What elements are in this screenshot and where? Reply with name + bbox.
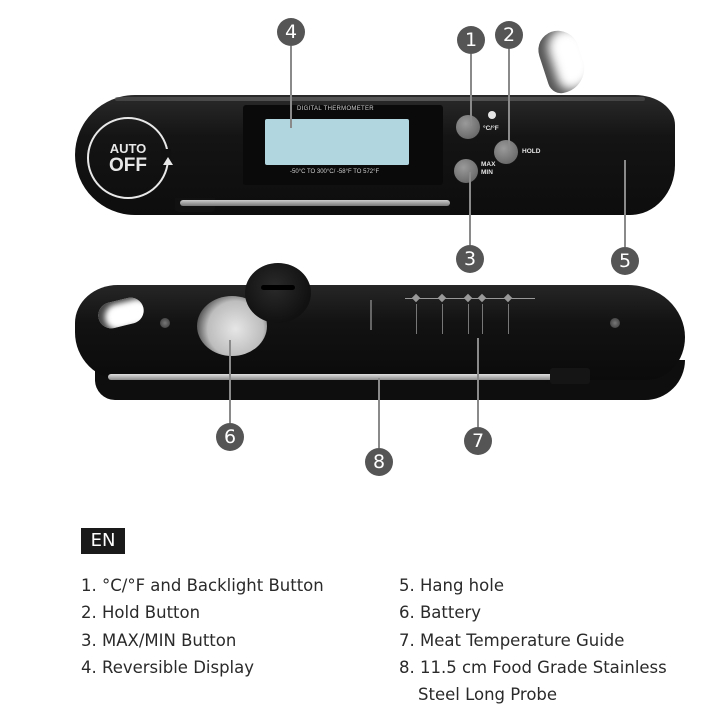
display-title: DIGITAL THERMOMETER [297,106,374,112]
meat-temperature-guide [405,292,535,342]
thermometer-back-view [75,285,685,380]
legend-item-6: 6. Battery [399,603,482,623]
legend-item-7: 7. Meat Temperature Guide [399,630,625,650]
legend-item-8-continuation: Steel Long Probe [418,685,558,705]
screw-right [610,318,620,328]
screw-left [160,318,170,328]
legend-left-column: 1. °C/°F and Backlight Button 2. Hold Bu… [81,572,324,681]
thermometer-front-view: AUTO OFF DIGITAL THERMOMETER -50°C TO 30… [75,95,675,215]
legend-item-4: 4. Reversible Display [81,657,255,677]
leader-2 [508,49,510,151]
legend-item-2: 2. Hold Button [81,603,201,623]
product-illustration: AUTO OFF DIGITAL THERMOMETER -50°C TO 30… [75,18,685,476]
auto-off-line1: AUTO [109,141,147,156]
hold-button[interactable] [494,140,518,164]
callout-4: 4 [277,18,305,46]
leader-7 [477,338,479,427]
hold-button-label: HOLD [522,148,541,155]
legend-right-column: 5. Hang hole 6. Battery 7. Meat Temperat… [399,572,667,708]
leader-3 [469,172,471,245]
leader-6 [229,340,231,423]
folded-probe [180,200,450,206]
language-badge: EN [81,528,125,554]
legend-item-5: 5. Hang hole [399,576,504,595]
max-min-button[interactable] [454,159,478,183]
stainless-steel-probe [108,374,556,380]
backlight-bulb-icon [488,111,496,119]
unit-button-label: °C/°F [483,125,499,132]
callout-2: 2 [495,21,523,49]
callout-8: 8 [365,448,393,476]
leader-4 [290,46,292,128]
auto-off-line2: OFF [109,155,147,176]
unit-backlight-button[interactable] [456,115,480,139]
probe-hinge-back [550,368,590,384]
min-label: MIN [481,169,493,176]
leader-8 [378,378,380,448]
legend-item-8: 8. 11.5 cm Food Grade Stainless [399,657,667,677]
legend-item-1: 1. °C/°F and Backlight Button [81,576,324,595]
lcd-screen [265,119,409,165]
temperature-range: -50°C TO 300°C/ -58°F TO 572°F [290,169,380,175]
callout-6: 6 [216,423,244,451]
hang-hole [533,25,591,97]
legend-item-3: 3. MAX/MIN Button [81,630,237,650]
leader-1 [470,54,472,126]
callout-7: 7 [464,427,492,455]
body-highlight [115,97,645,101]
max-label: MAX [481,161,496,168]
leader-5 [624,160,626,247]
cover-groove [261,285,295,290]
callout-1: 1 [457,26,485,54]
rotate-arrow-icon [163,157,173,165]
battery-cover[interactable] [245,263,311,323]
brand-logo [370,300,384,330]
auto-off-emblem: AUTO OFF [87,117,173,199]
callout-5: 5 [611,247,639,275]
callout-3: 3 [456,245,484,273]
